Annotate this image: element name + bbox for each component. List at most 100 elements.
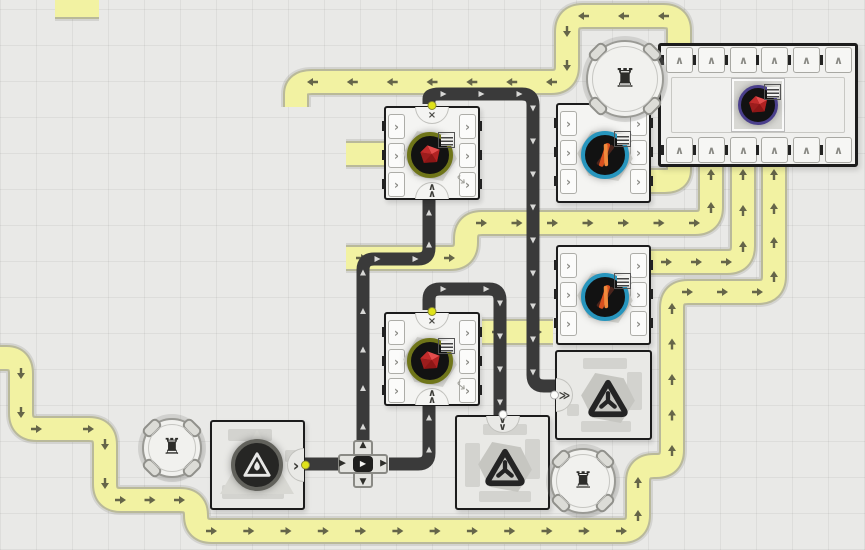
defense-tower-left[interactable]: ♜ (140, 416, 204, 480)
input-slot: › (382, 320, 405, 345)
rook-icon: ♜ (572, 467, 594, 494)
silo-slot: ∧ (661, 47, 693, 73)
requested-red-gem (738, 84, 781, 125)
output-slot: › (459, 349, 482, 374)
red-gem-item (420, 145, 440, 163)
alloy-rods-item (596, 143, 614, 167)
defense-tower-top[interactable]: ♜ (586, 40, 664, 118)
silo-slot: ∧ (725, 47, 757, 73)
silo-inner-frame (671, 77, 845, 133)
silo-slot: ∧ (788, 47, 820, 73)
panel-detail (479, 491, 531, 502)
input-slot: › (382, 143, 405, 168)
input-slot: › (382, 378, 405, 403)
recipe-red-gem (407, 132, 455, 178)
track-splitter-to-assembler2[interactable] (389, 404, 436, 471)
panel-detail (465, 443, 480, 487)
silo-slot: ∧ (661, 137, 693, 163)
output-slot: › (459, 172, 482, 197)
track-assembler1-to-storage-right[interactable] (422, 87, 556, 393)
triskelion-emblem (485, 448, 525, 487)
output-slot: › (630, 140, 653, 165)
input-slot: › (554, 311, 577, 336)
assembler-machine-2[interactable]: › › › › › › × ∧∧ ↪ (382, 307, 482, 406)
rook-icon: ♜ (613, 64, 637, 94)
bottom-port: ∧∧ (415, 388, 449, 406)
recipe-badge (614, 131, 631, 147)
panel-detail (567, 404, 579, 416)
bottom-port: ∧∧ (415, 182, 449, 200)
output-slot: › (630, 253, 653, 278)
silo-slot: ∧ (693, 47, 725, 73)
silo-slot: ∧ (693, 137, 725, 163)
research-machine-2[interactable]: › › › › › › (554, 245, 653, 345)
silo-slot: ∧ (725, 137, 757, 163)
input-slot: › (554, 111, 577, 136)
port-dot (498, 410, 507, 419)
recipe-badge (438, 338, 455, 354)
output-slot: › (630, 311, 653, 336)
top-port: × (415, 307, 449, 330)
belt-splitter[interactable]: ▲ ▼ ▶ ▶ ▶ (338, 440, 388, 488)
assembler-machine-1[interactable]: › › › › › › × ∧∧ ↪ (382, 101, 482, 200)
recipe-badge (438, 132, 455, 148)
splitter-up-arrow: ▲ (359, 440, 367, 450)
panel-detail (581, 421, 631, 432)
splitter-right-arrow: ▶ (380, 458, 387, 469)
belt-main-loop[interactable] (0, 158, 789, 546)
output-slot: › (630, 282, 653, 307)
splitter-core: ▶ (353, 456, 373, 472)
storage-depot-bottom[interactable]: ∨∨ (455, 410, 550, 510)
recipe-badge (614, 273, 631, 289)
output-slot: › (459, 143, 482, 168)
input-slot: › (554, 282, 577, 307)
extractor-emblem-orb (231, 439, 283, 491)
requested-item-tile (732, 79, 784, 131)
output-light (301, 460, 310, 470)
status-light (427, 307, 437, 316)
recipe-red-gem (407, 338, 455, 384)
request-badge (764, 84, 781, 100)
red-gem-item (420, 351, 440, 369)
belt-assembler2-out[interactable] (482, 317, 553, 347)
alloy-rods-item (596, 285, 614, 309)
red-gem-item (749, 96, 767, 113)
input-slot: › (554, 169, 577, 194)
input-slot: › (554, 253, 577, 278)
output-slot: › (630, 169, 653, 194)
silo-slot: ∧ (788, 137, 820, 163)
output-slot: › (459, 114, 482, 139)
splitter-down-arrow: ▼ (359, 477, 367, 487)
belt-mid-feed[interactable] (346, 158, 726, 273)
top-input-port: ∨∨ (485, 410, 520, 433)
input-slot: › (382, 172, 405, 197)
track-assembler2-to-storage-bottom[interactable] (422, 282, 507, 416)
silo-slot: ∧ (820, 47, 852, 73)
recipe-alloy-rods (581, 131, 631, 179)
silo-slot: ∧ (756, 137, 788, 163)
triskelion-emblem (588, 379, 628, 418)
track-splitter-to-assembler1[interactable] (356, 199, 436, 441)
splitter-left-arrow: ▶ (339, 458, 346, 469)
silo-slot: ∧ (820, 137, 852, 163)
defense-tower-bottom[interactable]: ♜ (549, 447, 617, 515)
delivery-silo[interactable]: ∧ ∧ ∧ ∧ ∧ ∧ ∧ ∧ ∧ ∧ ∧ ∧ (658, 43, 858, 167)
belt-research1-out[interactable] (651, 158, 694, 196)
output-slot: › (459, 320, 482, 345)
research-machine-1[interactable]: › › › › › › (554, 103, 653, 203)
drop-triangle-emblem (243, 452, 271, 477)
belt-silo-return[interactable] (281, 1, 694, 107)
port-dot (550, 390, 559, 400)
silo-slot: ∧ (756, 47, 788, 73)
panel-detail (583, 358, 627, 369)
input-slot: › (382, 114, 405, 139)
input-slot: › (382, 349, 405, 374)
extractor-machine[interactable]: › (210, 420, 310, 510)
belt-research2-out[interactable] (651, 158, 758, 277)
recipe-alloy-rods (581, 273, 631, 321)
storage-depot-right[interactable]: ≫ (550, 350, 652, 440)
rook-icon: ♜ (162, 435, 182, 460)
input-slot: › (554, 140, 577, 165)
